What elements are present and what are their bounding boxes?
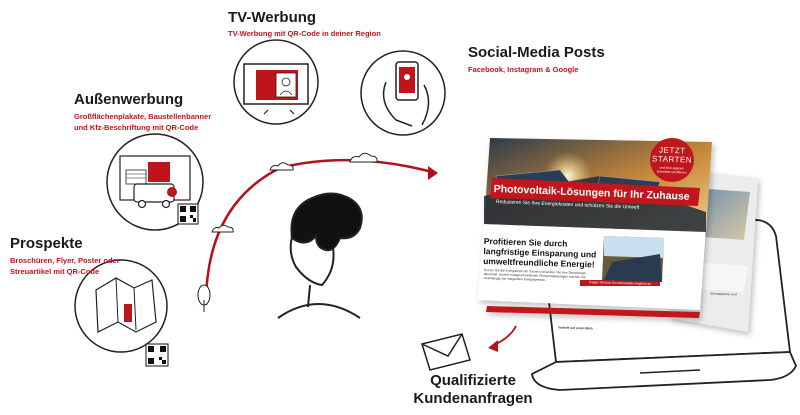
arc-arrowhead xyxy=(428,166,438,180)
tv-subtitle: TV-Werbung mit QR-Code in deiner Region xyxy=(228,29,381,38)
cloud-icon xyxy=(349,152,378,163)
tv-channel-icon xyxy=(233,39,319,125)
social-channel-label: Social-Media Posts Facebook, Instagram &… xyxy=(468,44,605,75)
person-illustration xyxy=(277,192,363,319)
cloud-icon xyxy=(269,162,294,171)
qr-code-icon xyxy=(145,343,169,367)
tree-icon xyxy=(197,284,211,312)
print-channel-label: Prospekte Broschüren, Flyer, Poster oder… xyxy=(10,235,120,277)
print-title: Prospekte xyxy=(10,235,83,252)
cta-badge-line2: STARTEN xyxy=(651,154,693,165)
social-channel-icon xyxy=(360,50,446,136)
result-label: Qualifizierte Kundenanfragen xyxy=(388,372,558,408)
outdoor-subtitle-line2: und Kfz-Beschriftung mit QR-Code xyxy=(74,123,199,132)
outdoor-title: Außenwerbung xyxy=(74,91,184,108)
result-arrowhead xyxy=(488,340,498,352)
outdoor-subtitle-line1: Großflächenplakate, Baustellenbanner xyxy=(74,112,212,121)
cloud-icon xyxy=(211,224,234,233)
print-subtitle-line2: Streuartikel mit QR-Code xyxy=(10,267,100,276)
social-title: Social-Media Posts xyxy=(468,44,605,61)
cta-badge[interactable]: JETZT STARTEN und eine eigenen Interesse… xyxy=(651,145,693,175)
print-channel-icon xyxy=(74,259,168,353)
social-subtitle: Facebook, Instagram & Google xyxy=(468,65,579,74)
result-line2: Kundenanfragen xyxy=(413,390,533,407)
tv-channel-label: TV-Werbung TV-Werbung mit QR-Code in dei… xyxy=(228,9,381,39)
qr-code-icon xyxy=(177,203,199,225)
outdoor-channel-label: Außenwerbung Großflächenplakate, Baustel… xyxy=(74,91,211,133)
result-line1: Qualifizierte xyxy=(430,372,516,389)
tv-title: TV-Werbung xyxy=(228,9,317,26)
landing-page-panel xyxy=(478,138,712,318)
landing-section-heading: Profitieren Sie durch langfristige Einsp… xyxy=(483,236,597,270)
envelope-icon xyxy=(421,333,471,371)
print-subtitle-line1: Broschüren, Flyer, Poster oder xyxy=(10,256,120,265)
cta-badge-small: und eine eigenen Interessen profitieren xyxy=(656,165,687,175)
